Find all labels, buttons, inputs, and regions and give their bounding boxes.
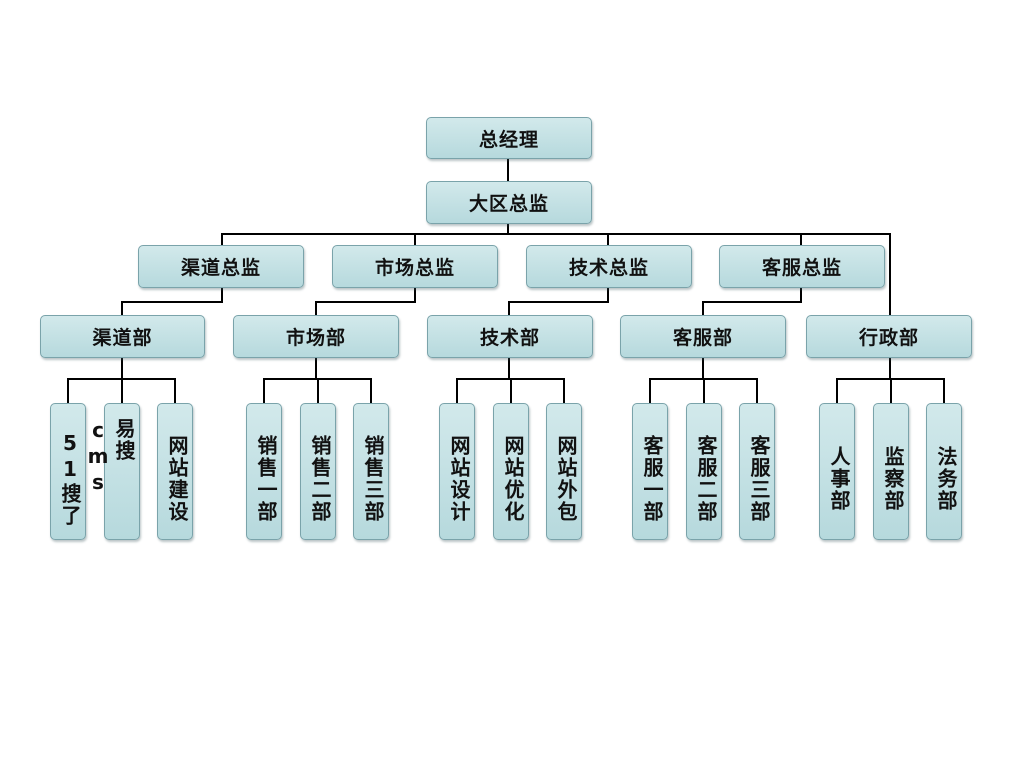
node-director-channel: 渠道总监	[138, 245, 304, 288]
connector-dept-5-child-3	[943, 378, 945, 403]
connector-dept-3-child-2	[510, 378, 512, 403]
connector-bus-director-4	[800, 233, 802, 245]
node-general-manager: 总经理	[426, 117, 592, 159]
connector-dept-4-child-1	[649, 378, 651, 403]
connector-director-2-dept	[414, 288, 416, 302]
connector-director-1-dept-v	[121, 301, 123, 315]
connector-dept-2-child-2	[317, 378, 319, 403]
connector-bus-director-1	[221, 233, 223, 245]
node-unit: 网站设计	[439, 403, 475, 540]
node-director-tech: 技术总监	[526, 245, 692, 288]
node-unit: 客服一部	[632, 403, 668, 540]
connector-dept-1-children	[121, 358, 123, 379]
connector-bus-director-2	[414, 233, 416, 245]
node-unit: 监察部	[873, 403, 909, 540]
connector-director-1-dept-h	[121, 301, 223, 303]
connector-director-4-dept-h	[702, 301, 802, 303]
connector-bus-director-3	[607, 233, 609, 245]
connector-dept-1-child-1	[67, 378, 69, 403]
connector-dept-5-children	[889, 358, 891, 379]
connector-dept-2-child-3	[370, 378, 372, 403]
connector-director-3-dept-h	[508, 301, 609, 303]
node-unit: 网站外包	[546, 403, 582, 540]
connector-dept-4-children	[702, 358, 704, 379]
node-unit: 销售一部	[246, 403, 282, 540]
node-dept-market: 市场部	[233, 315, 399, 358]
connector-dept-1-child-3	[174, 378, 176, 403]
connector-dept-1-child-2	[121, 378, 123, 403]
connector-dept-3-children	[508, 358, 510, 379]
connector-dept-5-child-2	[890, 378, 892, 403]
node-unit: 网站建设	[157, 403, 193, 540]
connector-director-bus	[221, 233, 891, 235]
node-dept-admin: 行政部	[806, 315, 972, 358]
connector-director-2-dept-v	[315, 301, 317, 315]
connector-regional-trunk	[507, 224, 509, 234]
node-unit: 销售三部	[353, 403, 389, 540]
connector-dept-3-child-3	[563, 378, 565, 403]
node-dept-service: 客服部	[620, 315, 786, 358]
connector-dept-2-children	[315, 358, 317, 379]
connector-dept-4-child-2	[703, 378, 705, 403]
connector-director-4-dept	[800, 288, 802, 302]
node-unit: 易搜cms	[86, 403, 140, 540]
node-unit: 法务部	[926, 403, 962, 540]
node-unit: 销售二部	[300, 403, 336, 540]
node-unit: 51搜了	[50, 403, 86, 540]
node-director-service: 客服总监	[719, 245, 885, 288]
connector-director-4-dept-v	[702, 301, 704, 315]
connector-director-3-dept	[607, 288, 609, 302]
node-dept-channel: 渠道部	[40, 315, 205, 358]
node-unit: 客服三部	[739, 403, 775, 540]
node-dept-tech: 技术部	[427, 315, 593, 358]
connector-director-3-dept-v	[508, 301, 510, 315]
connector-director-2-dept-h	[315, 301, 416, 303]
node-regional-director: 大区总监	[426, 181, 592, 224]
connector-root-regional	[507, 158, 509, 181]
node-unit: 人事部	[819, 403, 855, 540]
node-director-market: 市场总监	[332, 245, 498, 288]
connector-director-1-dept	[221, 288, 223, 302]
connector-dept-3-child-1	[456, 378, 458, 403]
connector-dept-2-child-1	[263, 378, 265, 403]
connector-dept-4-child-3	[756, 378, 758, 403]
connector-dept-5-child-1	[836, 378, 838, 403]
connector-bus-admin	[889, 233, 891, 315]
node-unit: 客服二部	[686, 403, 722, 540]
node-unit: 网站优化	[493, 403, 529, 540]
